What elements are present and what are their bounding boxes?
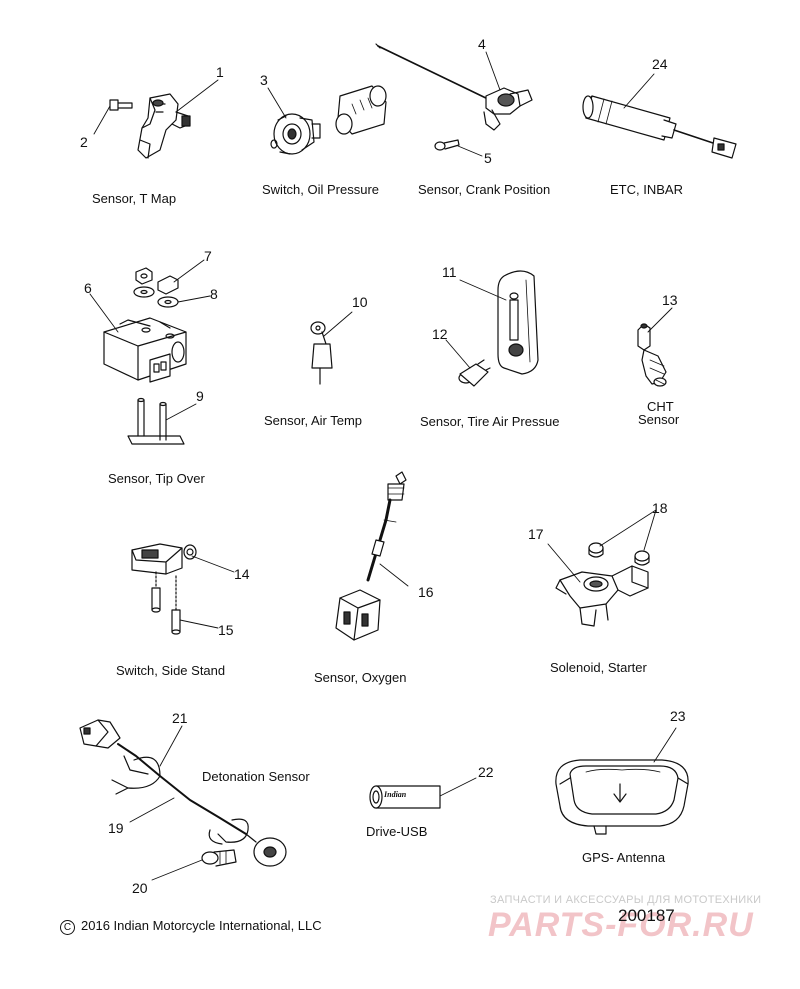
- nut-18-drawing: [588, 542, 650, 566]
- part-number-16: 16: [418, 584, 434, 600]
- label-detonation: Detonation Sensor: [202, 769, 310, 784]
- copyright: C 2016 Indian Motorcycle International, L…: [60, 918, 322, 935]
- label-starter: Solenoid, Starter: [550, 660, 647, 675]
- label-cht-line1: CHT: [647, 399, 674, 414]
- part-number-14: 14: [234, 566, 250, 582]
- part-number-19: 19: [108, 820, 124, 836]
- part-number-12: 12: [432, 326, 448, 342]
- tip-over-sensor-drawing: [103, 317, 187, 383]
- label-t-map: Sensor, T Map: [92, 191, 177, 206]
- valve-12-drawing: [458, 359, 491, 387]
- watermark-brand: PARTS-FOR.RU: [488, 906, 754, 944]
- part-number-21: 21: [172, 710, 188, 726]
- air-temp-sensor-drawing: [310, 321, 333, 385]
- part-number-10: 10: [352, 294, 368, 310]
- tire-air-pressure-sensor-drawing: [497, 270, 539, 375]
- label-oil-pressure: Switch, Oil Pressure: [262, 182, 380, 197]
- etc-inbar-drawing: [582, 95, 737, 159]
- label-air-temp: Sensor, Air Temp: [264, 413, 363, 428]
- part-number-8: 8: [210, 286, 218, 302]
- leader-lines: [89, 51, 677, 881]
- label-side-stand: Switch, Side Stand: [116, 663, 226, 678]
- oil-pressure-sleeve-drawing: [335, 85, 387, 135]
- part-number-9: 9: [196, 388, 204, 404]
- watermark-tagline: ЗАПЧАСТИ И АКСЕССУАРЫ ДЛЯ МОТОТЕХНИКИ: [490, 894, 762, 906]
- label-cht-line2: Sensor: [638, 412, 680, 427]
- label-gps: GPS- Antenna: [582, 850, 666, 865]
- label-tire-air: Sensor, Tire Air Pressue: [420, 414, 560, 429]
- label-oxygen: Sensor, Oxygen: [314, 670, 407, 685]
- diagram-number: 200187: [618, 906, 675, 925]
- part-number-7: 7: [204, 248, 212, 264]
- part-number-20: 20: [132, 880, 148, 896]
- usb-logo: Indian: [384, 790, 407, 799]
- part-number-15: 15: [218, 622, 234, 638]
- part-number-5: 5: [484, 150, 492, 166]
- oil-pressure-switch-drawing: [270, 113, 321, 155]
- part-number-1: 1: [216, 64, 224, 80]
- gps-antenna-drawing: [555, 759, 689, 835]
- label-etc-inbar: ETC, INBAR: [610, 182, 683, 197]
- copyright-text: 2016 Indian Motorcycle International, LL…: [81, 918, 322, 933]
- part-number-18: 18: [652, 500, 668, 516]
- side-stand-switch-drawing: [131, 543, 197, 575]
- bolt-20-drawing: [201, 849, 237, 867]
- screw-15-drawing: [151, 571, 181, 635]
- part-number-22: 22: [478, 764, 494, 780]
- part-number-23: 23: [670, 708, 686, 724]
- label-tip-over: Sensor, Tip Over: [108, 471, 205, 486]
- bolt-5-drawing: [434, 139, 460, 151]
- part-number-24: 24: [652, 56, 668, 72]
- part-number-3: 3: [260, 72, 268, 88]
- nut-7-drawing: [135, 267, 179, 295]
- copyright-symbol: C: [60, 920, 75, 935]
- part-number-11: 11: [442, 264, 457, 280]
- oxygen-sensor-drawing: [335, 471, 407, 641]
- part-number-13: 13: [662, 292, 678, 308]
- cht-sensor-drawing: [637, 323, 667, 387]
- usb-drive-drawing: [369, 785, 441, 809]
- bracket-9-drawing: [127, 397, 185, 445]
- part-number-2: 2: [80, 134, 88, 150]
- t-map-sensor-drawing: [137, 93, 191, 159]
- part-number-6: 6: [84, 280, 92, 296]
- part-number-4: 4: [478, 36, 486, 52]
- part-number-17: 17: [528, 526, 544, 542]
- starter-solenoid-drawing: [555, 565, 649, 627]
- label-crank-position: Sensor, Crank Position: [418, 182, 551, 197]
- detonation-sensor-drawing: [79, 719, 287, 867]
- label-drive-usb: Drive-USB: [366, 824, 428, 839]
- crank-position-sensor-drawing: [375, 43, 533, 131]
- bolt-2-drawing: [109, 99, 133, 111]
